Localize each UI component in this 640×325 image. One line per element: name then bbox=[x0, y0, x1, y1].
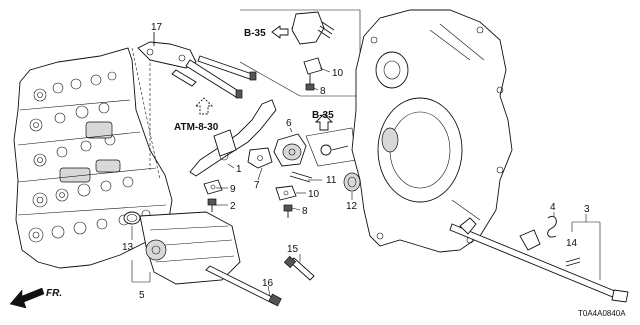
callout-13: 13 bbox=[122, 242, 134, 253]
callout-16: 16 bbox=[262, 278, 274, 289]
part-11-pin bbox=[289, 171, 313, 183]
callout-14: 14 bbox=[566, 238, 578, 249]
callout-1: 1 bbox=[236, 164, 242, 175]
part-12-seal bbox=[343, 172, 361, 192]
callout-12: 12 bbox=[346, 201, 358, 212]
callout-4: 4 bbox=[550, 202, 556, 213]
callout-11: 11 bbox=[326, 175, 337, 186]
callout-10-lower: 10 bbox=[308, 189, 320, 200]
ref-b35-top-arrow bbox=[271, 25, 289, 39]
callout-17: 17 bbox=[151, 22, 163, 33]
callout-6: 6 bbox=[286, 118, 292, 129]
part-6-shift-cable-bracket bbox=[273, 133, 307, 167]
callout-5: 5 bbox=[139, 290, 145, 301]
ref-b35-top: B-35 bbox=[244, 28, 266, 39]
diagram-code: T0A4A0840A bbox=[578, 309, 626, 318]
part-10-clamp-lower bbox=[275, 185, 297, 201]
part-7-holder bbox=[247, 147, 273, 169]
callout-2: 2 bbox=[230, 201, 236, 212]
part-2-bolt bbox=[207, 198, 217, 212]
part-13-o-ring bbox=[123, 211, 141, 225]
callout-9: 9 bbox=[230, 184, 236, 195]
ref-atm-8-30: ATM-8-30 bbox=[174, 122, 219, 133]
callout-15: 15 bbox=[287, 244, 299, 255]
part-15-bolt bbox=[283, 255, 315, 281]
callout-8-lower: 8 bbox=[302, 206, 308, 217]
part-14-pin bbox=[565, 257, 581, 267]
b35-inset-mid bbox=[305, 113, 357, 167]
part-16-long-bolt bbox=[205, 265, 282, 307]
part-1-detent-lever bbox=[189, 99, 277, 177]
part-4-spring bbox=[547, 216, 557, 238]
part-9-clip bbox=[203, 179, 223, 195]
ref-b35-mid: B-35 bbox=[312, 110, 334, 121]
part-17-bracket bbox=[137, 41, 257, 99]
callout-7: 7 bbox=[254, 180, 260, 191]
callout-8-upper: 8 bbox=[320, 86, 326, 97]
callout-10-upper: 10 bbox=[332, 68, 344, 79]
front-label: FR. bbox=[46, 288, 62, 299]
front-direction-arrow bbox=[9, 287, 45, 309]
atm-ref-arrow bbox=[194, 97, 214, 115]
callout-3: 3 bbox=[584, 204, 590, 215]
part-5-strainer bbox=[139, 211, 241, 285]
transmission-case-drawing bbox=[351, 9, 513, 253]
part-3-control-shaft bbox=[449, 217, 629, 303]
